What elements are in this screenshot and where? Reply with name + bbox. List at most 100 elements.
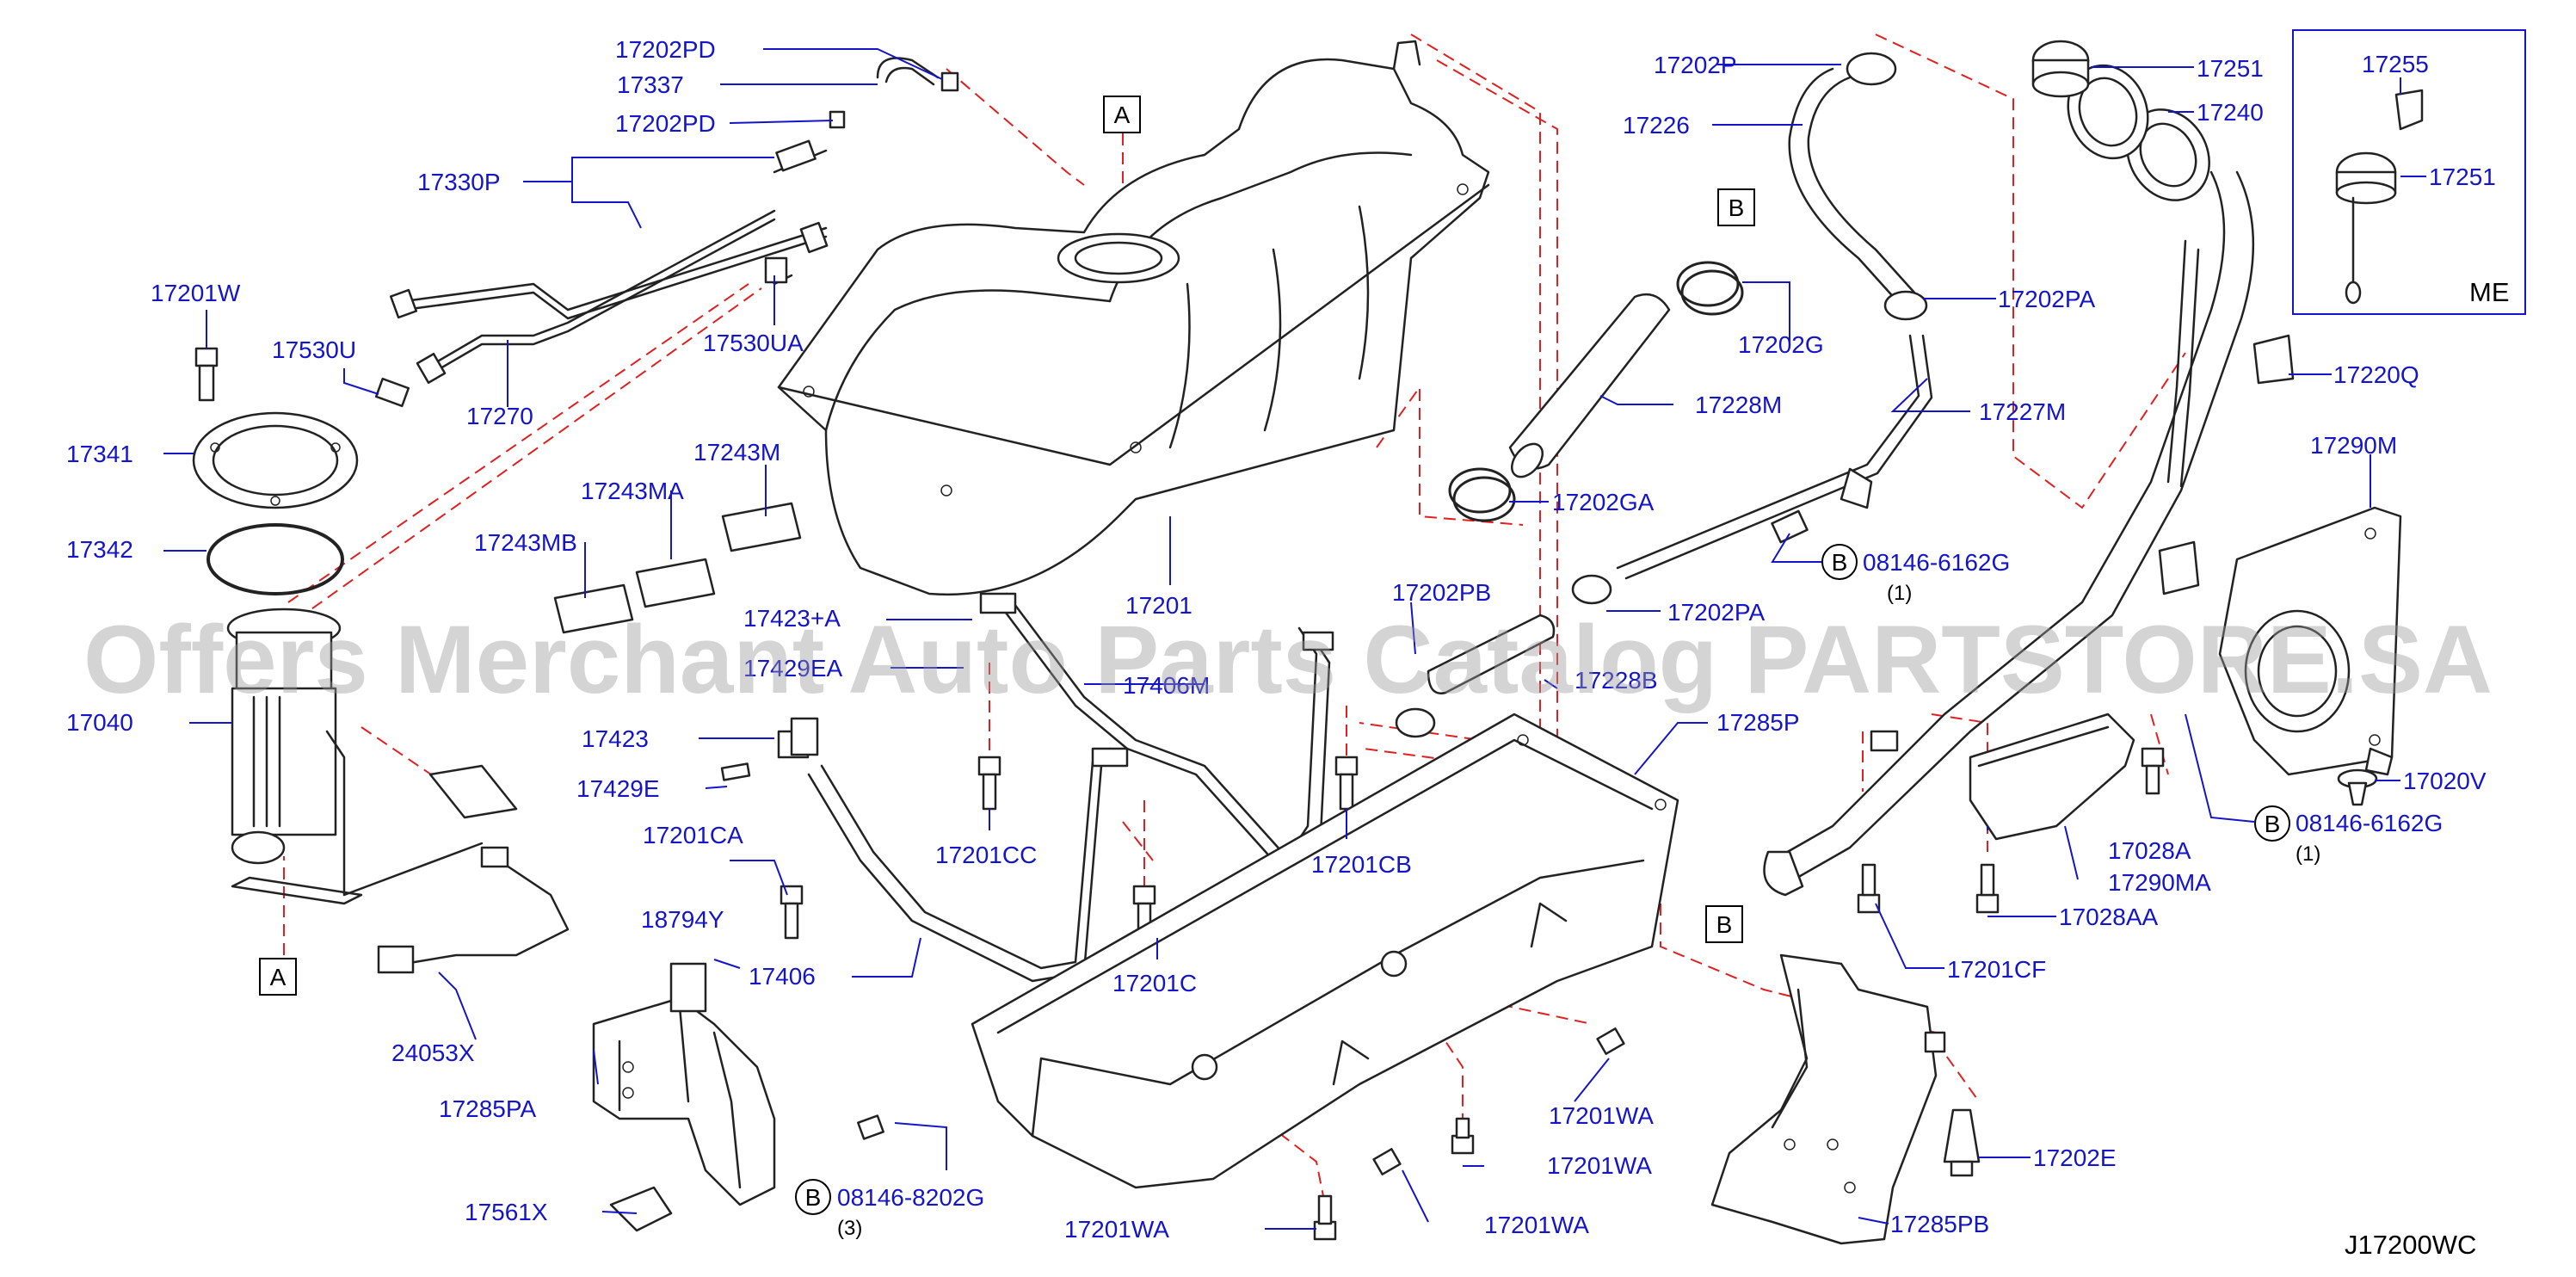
label-17201CF: 17201CF — [1947, 956, 2046, 983]
label-17243M: 17243M — [693, 439, 780, 466]
inset-me-variant — [2292, 29, 2526, 315]
breather-hose-17226 — [1788, 52, 1928, 321]
label-17342: 17342 — [66, 536, 133, 563]
part-labels: 17202PD 17337 17202PD 17330P 17201W 1753… — [66, 36, 2496, 1243]
svg-text:B: B — [1716, 911, 1733, 938]
insulator-pads — [553, 502, 802, 634]
label-17285P: 17285P — [1716, 709, 1800, 736]
label-17406M: 17406M — [1123, 672, 1210, 699]
label-17290MA: 17290MA — [2108, 869, 2211, 896]
o-ring-gasket-17342 — [206, 523, 344, 595]
svg-text:B: B — [2265, 811, 2281, 837]
label-17285PB: 17285PB — [1890, 1211, 1989, 1237]
label-17202PA-b: 17202PA — [1667, 599, 1765, 626]
ref-circle-b-1: B — [1821, 544, 1858, 580]
lock-ring-17341 — [192, 411, 359, 509]
label-17202PB: 17202PB — [1392, 579, 1491, 606]
label-17270: 17270 — [466, 403, 533, 429]
leader-lines — [163, 48, 2426, 1230]
label-17337: 17337 — [617, 71, 684, 98]
svg-text:B: B — [1729, 194, 1745, 221]
protector-17285PB — [1710, 953, 1946, 1245]
hose-17228B — [1427, 614, 1556, 694]
label-17429EA: 17429EA — [743, 655, 843, 682]
fuel-tank-17201 — [777, 40, 1490, 596]
label-17220Q: 17220Q — [2333, 361, 2419, 388]
label-17202P: 17202P — [1654, 52, 1737, 78]
label-17285PA: 17285PA — [439, 1095, 536, 1122]
label-08146-8202G: 08146-8202G — [837, 1184, 984, 1211]
bolt-17201W — [194, 347, 219, 402]
protector-17290MA — [1969, 713, 2135, 841]
label-17423: 17423 — [582, 725, 649, 752]
label-17202E: 17202E — [2033, 1144, 2117, 1171]
filler-hose-17228M — [1508, 293, 1671, 478]
ref-circle-b-2: B — [2254, 805, 2290, 842]
label-17228B: 17228B — [1575, 667, 1658, 694]
label-17240: 17240 — [2197, 99, 2264, 126]
label-17201WA-d: 17201WA — [1064, 1216, 1169, 1243]
label-17202PA-a: 17202PA — [1998, 286, 2095, 312]
label-17429E: 17429E — [576, 775, 660, 802]
label-17290M: 17290M — [2310, 432, 2397, 459]
label-08146-6162G-a: 08146-6162G — [1863, 549, 2010, 576]
label-17201W: 17201W — [151, 280, 241, 306]
fuel-tube-lines — [374, 57, 959, 408]
label-17227M: 17227M — [1979, 398, 2066, 425]
ref-box-a-top: A — [1103, 96, 1141, 133]
fuel-pump-module-17040 — [226, 608, 518, 905]
label-17423A: 17423+A — [743, 605, 841, 632]
svg-text:B: B — [805, 1184, 822, 1211]
label-17202PD-b: 17202PD — [615, 110, 716, 137]
ref-circle-b-3: B — [795, 1179, 831, 1215]
ref-box-b-top: B — [1717, 188, 1755, 226]
label-17202G: 17202G — [1738, 331, 1824, 358]
svg-text:B: B — [1832, 549, 1848, 576]
label-17530UA: 17530UA — [703, 330, 804, 356]
label-17561X: 17561X — [465, 1199, 548, 1225]
label-17228M: 17228M — [1695, 392, 1782, 418]
label-17201CB: 17201CB — [1311, 851, 1412, 878]
label-17201WA-c: 17201WA — [1484, 1212, 1589, 1238]
breather-tube-17227M — [1616, 334, 1933, 580]
label-17226: 17226 — [1623, 112, 1690, 139]
label-17251-b: 17251 — [2429, 163, 2496, 190]
label-17202GA: 17202GA — [1552, 489, 1655, 515]
label-17201C: 17201C — [1112, 970, 1197, 996]
filler-tube-assembly — [1763, 40, 2295, 897]
filler-pocket-17290M — [2218, 506, 2402, 776]
clip-17202E — [1943, 1108, 1981, 1177]
inset-label: ME — [2469, 277, 2510, 307]
label-17201CA: 17201CA — [643, 822, 743, 848]
label-17201WA-b: 17201WA — [1547, 1152, 1652, 1179]
label-17202PD-a: 17202PD — [615, 36, 716, 63]
label-17330P: 17330P — [417, 169, 501, 195]
label-17028A: 17028A — [2108, 837, 2191, 864]
clip-17020V — [2337, 768, 2378, 806]
bracket-17285PA — [592, 962, 776, 1206]
ref-box-a-bottom: A — [259, 958, 297, 996]
label-17201: 17201 — [1125, 592, 1192, 619]
ref-box-b-bottom: B — [1705, 905, 1743, 943]
svg-text:A: A — [1114, 102, 1131, 128]
label-17251-a: 17251 — [2197, 55, 2264, 82]
quantity-note-1b: (1) — [2296, 842, 2320, 866]
label-17406: 17406 — [749, 963, 816, 990]
tank-protector-17285P — [971, 713, 1679, 1189]
label-17040: 17040 — [66, 709, 133, 736]
label-17243MA: 17243MA — [581, 478, 684, 504]
watermark-text: Offers Merchant Auto Parts Catalog PARTS… — [83, 606, 2493, 713]
label-17028AA: 17028AA — [2059, 904, 2159, 930]
label-17201WA-a: 17201WA — [1549, 1102, 1654, 1129]
quantity-note-3: (3) — [837, 1217, 862, 1240]
svg-text:A: A — [270, 964, 287, 990]
hose-clamps — [1395, 261, 1744, 738]
label-18794Y: 18794Y — [641, 906, 724, 933]
sensor-harness-24053X — [377, 846, 673, 1232]
diagram-code: J17200WC — [2345, 1230, 2476, 1260]
label-17020V: 17020V — [2403, 768, 2487, 794]
quantity-note-1a: (1) — [1887, 582, 1912, 605]
label-17530U: 17530U — [272, 336, 356, 363]
label-17341: 17341 — [66, 441, 133, 467]
